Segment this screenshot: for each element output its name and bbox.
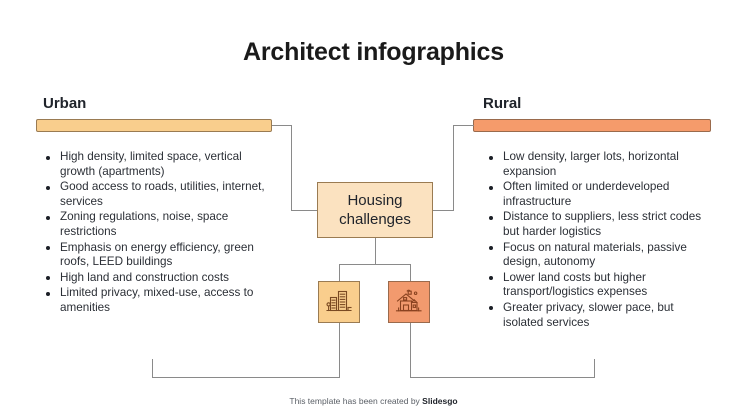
footer-credit: This template has been created by Slides… <box>0 396 747 406</box>
list-item: Limited privacy, mixed-use, access to am… <box>44 286 272 315</box>
connector-to-rural-icon <box>410 264 411 281</box>
connector-urban-bottom-tick <box>152 359 153 378</box>
rural-bullet-list: Low density, larger lots, horizontal exp… <box>487 150 709 331</box>
list-item: Lower land costs but higher transport/lo… <box>487 271 709 300</box>
connector-urban-icon-down <box>339 323 340 377</box>
list-item: Emphasis on energy efficiency, green roo… <box>44 241 272 270</box>
connector-icon-busbar <box>339 264 411 265</box>
connector-rural-bottom-tick <box>594 359 595 378</box>
urban-icon-box <box>318 281 360 323</box>
urban-bullet-list: High density, limited space, vertical gr… <box>44 150 272 317</box>
connector-urban-vertical <box>291 125 292 210</box>
rural-header-bar <box>473 119 711 132</box>
city-buildings-icon <box>325 288 353 316</box>
footer-prefix: This template has been created by <box>289 396 423 406</box>
connector-rural-top <box>453 125 474 126</box>
connector-center-stem <box>375 238 376 264</box>
center-node-housing-challenges: Housing challenges <box>317 182 433 238</box>
list-item: Greater privacy, slower pace, but isolat… <box>487 301 709 330</box>
connector-rural-vertical <box>453 125 454 210</box>
footer-brand: Slidesgo <box>422 396 458 406</box>
list-item: Often limited or underdeveloped infrastr… <box>487 180 709 209</box>
country-house-icon <box>395 288 423 316</box>
connector-urban-bottom <box>152 377 340 378</box>
connector-urban-top <box>272 125 292 126</box>
urban-header-bar <box>36 119 272 132</box>
urban-column-heading: Urban <box>43 95 87 112</box>
list-item: Good access to roads, utilities, interne… <box>44 180 272 209</box>
list-item: High land and construction costs <box>44 271 272 286</box>
connector-urban-into-center <box>291 210 318 211</box>
list-item: Distance to suppliers, less strict codes… <box>487 210 709 239</box>
list-item: Zoning regulations, noise, space restric… <box>44 210 272 239</box>
connector-rural-bottom <box>410 377 595 378</box>
list-item: Focus on natural materials, passive desi… <box>487 241 709 270</box>
center-node-line1: Housing <box>347 192 403 209</box>
list-item: High density, limited space, vertical gr… <box>44 150 272 179</box>
connector-rural-into-center <box>432 210 454 211</box>
page-title: Architect infographics <box>243 38 504 66</box>
rural-column-heading: Rural <box>483 95 522 112</box>
list-item: Low density, larger lots, horizontal exp… <box>487 150 709 179</box>
connector-to-urban-icon <box>339 264 340 281</box>
center-node-line2: challenges <box>339 211 411 228</box>
connector-rural-icon-down <box>410 323 411 377</box>
rural-icon-box <box>388 281 430 323</box>
